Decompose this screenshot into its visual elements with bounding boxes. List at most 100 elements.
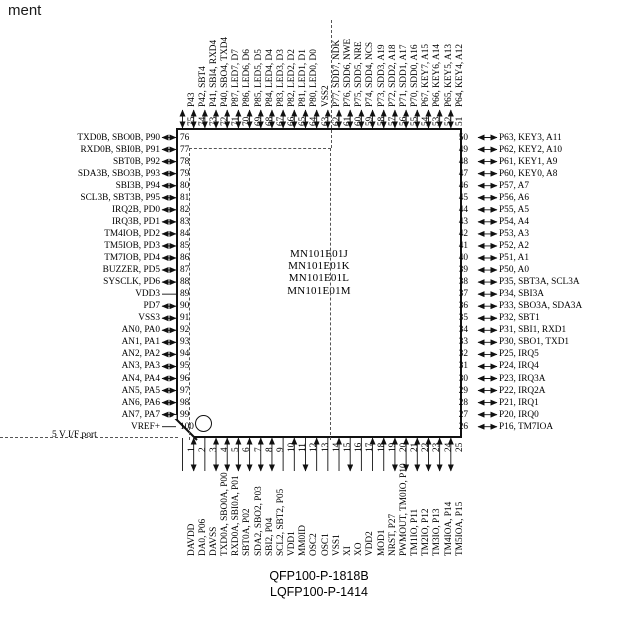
pin-number-right: 27	[458, 409, 468, 420]
pin-number-bottom: 17	[365, 442, 376, 452]
pin-number-right: 30	[458, 373, 468, 384]
pin-label-right: P62, KEY2, A10	[499, 144, 563, 155]
pin-label-right: P61, KEY1, A9	[499, 156, 558, 167]
pin-number-top: 54	[421, 116, 432, 126]
pin-label-bottom: SCL2, SBT2, P05	[275, 488, 286, 556]
pin-label-bottom: SBI2, P04	[264, 517, 275, 556]
pin-number-bottom: 23	[432, 442, 443, 452]
pin-number-right: 32	[458, 349, 468, 360]
pin-number-top: 64	[309, 116, 320, 126]
pin-number-left: 96	[180, 373, 190, 384]
pin-number-right: 46	[458, 180, 468, 191]
pin-label-left: RXD0B, SBI0B, P91	[80, 144, 160, 155]
pin-label-bottom: TM5IOA, P15	[454, 501, 465, 556]
pin-number-left: 79	[180, 168, 190, 179]
pin-number-left: 95	[180, 361, 190, 372]
pin-number-right: 40	[458, 253, 468, 263]
pin-label-left: AN1, PA1	[121, 337, 160, 348]
pin-label-right: P16, TM7IOA	[499, 421, 554, 432]
pin-number-left: 76	[180, 132, 190, 143]
pin-number-left: 85	[180, 240, 190, 251]
pin-label-bottom: MM0ID	[298, 525, 309, 556]
pin-number-left: 92	[180, 325, 190, 336]
pin-label-top: P42, SBT4	[197, 66, 208, 107]
five-volt-if-region-extension	[0, 437, 178, 438]
pin-label-bottom: SBT0A, P02	[242, 508, 253, 556]
pin-label-left: AN3, PA3	[121, 361, 160, 372]
pin-label-right: P30, SBO1, TXD1	[499, 337, 570, 348]
pin-label-left: AN6, PA6	[121, 397, 160, 408]
pin-number-left: 94	[180, 349, 190, 360]
pin-label-left: VREF+	[130, 421, 160, 432]
pin-number-right: 35	[458, 313, 468, 324]
pin-number-left: 89	[180, 289, 190, 300]
pin-label-left: AN7, PA7	[121, 409, 160, 420]
pin-label-left: VSS3	[138, 313, 160, 324]
pin-number-left: 99	[180, 409, 190, 420]
pin-label-left: AN0, PA0	[121, 325, 160, 336]
pin-label-right: P60, KEY0, A8	[499, 168, 558, 179]
pin-label-left: TM4IOB, PD2	[104, 228, 160, 239]
pin-number-top: 55	[410, 116, 421, 126]
pin1-orientation-dot	[195, 415, 212, 432]
pin-label-bottom: OSC1	[320, 533, 331, 556]
pin-label-top: P71, SDD1, A17	[398, 44, 409, 107]
pin-label-top: P43	[186, 92, 197, 107]
pin-label-right: P21, IRQ1	[499, 397, 539, 408]
pin-number-bottom: 18	[376, 442, 387, 452]
pin-label-bottom: XO	[354, 542, 365, 556]
pin-label-top: P84, LED4, D4	[264, 49, 275, 107]
page-fragment-text: ment	[8, 2, 42, 19]
pin-label-right: P33, SBO3A, SDA3A	[499, 301, 583, 312]
package-caption: QFP100-P-1818B	[269, 569, 369, 583]
pin-number-top: 63	[320, 116, 331, 126]
pin-label-left: IRQ3B, PD1	[111, 216, 160, 227]
pin-number-right: 28	[458, 397, 468, 408]
pin-number-bottom: 12	[309, 442, 320, 452]
pin-label-top: P74, SDD4, NCS	[365, 41, 376, 107]
pin-label-top: P87, LED7, D7	[231, 49, 242, 107]
pin-label-right: P24, IRQ4	[499, 361, 539, 372]
pin-label-top: P77, SDD7, NDK	[331, 39, 342, 107]
pin-label-top: VSS2	[320, 85, 331, 107]
pin-label-top: P65, KEY5, A13	[443, 43, 454, 107]
pin-number-bottom: 19	[387, 442, 398, 452]
pin-number-top: 56	[398, 116, 409, 126]
pin-label-top: P64, KEY4, A12	[454, 43, 465, 107]
pin-number-right: 47	[458, 168, 468, 179]
pin-number-bottom: 9	[275, 447, 286, 452]
pin-label-bottom: MOD1	[376, 529, 387, 556]
pin-number-right: 33	[458, 337, 468, 348]
chip-body	[176, 128, 462, 438]
pin-number-right: 42	[458, 228, 468, 239]
pin-label-bottom: VDD2	[365, 531, 376, 556]
pin-number-top: 53	[432, 116, 443, 126]
pin-label-bottom: TXD0A, SBO0A, P00	[220, 472, 231, 556]
pin-label-left: BUZZER, PD5	[102, 265, 160, 276]
pin-number-right: 37	[458, 289, 468, 300]
pin-number-bottom: 21	[410, 442, 421, 452]
pin-number-top: 69	[253, 116, 264, 126]
pin-number-bottom: 25	[454, 442, 465, 452]
pin-label-top: P41, SBI4, RXD4	[208, 39, 219, 107]
pin-number-bottom: 13	[320, 442, 331, 452]
chip-part-number: MN101E01K	[288, 260, 350, 273]
pin-label-bottom: SDA2, SBO2, P03	[253, 486, 264, 556]
pin-number-top: 72	[220, 116, 231, 126]
pin-number-top: 74	[197, 116, 208, 126]
pin-number-top: 62	[331, 116, 342, 126]
pin-number-bottom: 20	[398, 442, 409, 452]
pin-label-right: P51, A1	[499, 253, 529, 263]
pin-label-top: P86, LED6, D6	[242, 49, 253, 107]
pin-label-bottom: VDD1	[287, 531, 298, 556]
pin-number-right: 50	[458, 132, 468, 143]
pin-number-top: 65	[298, 116, 309, 126]
pin-number-left: 86	[180, 253, 190, 263]
pin-number-left: 81	[180, 192, 190, 203]
pin-label-right: P56, A6	[499, 192, 529, 203]
pin-label-right: P63, KEY3, A11	[499, 132, 562, 143]
pin-number-top: 57	[387, 116, 398, 126]
five-volt-if-region	[189, 148, 331, 440]
five-volt-if-port-label: 5 V I/F port	[52, 430, 97, 440]
